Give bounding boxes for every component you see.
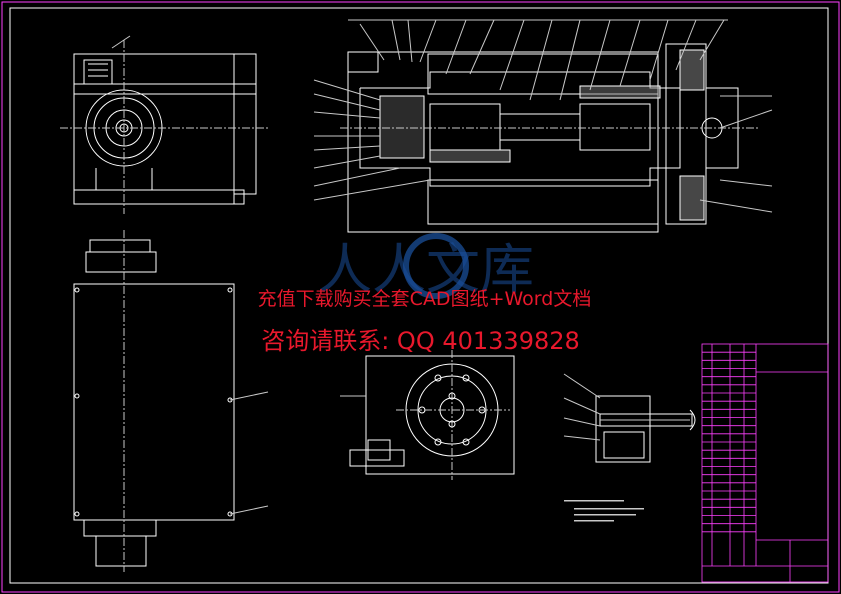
watermark-logo-text: 人人文库 (318, 238, 534, 301)
title-block (701, 343, 829, 583)
watermark-line-2: 咨询请联系: QQ 401339828 (261, 327, 580, 355)
watermark-line-1: 充值下载购买全套CAD图纸+Word文档 (257, 288, 592, 310)
watermark-logo: 人人文库 (318, 233, 534, 301)
view-top-left (60, 35, 270, 214)
inner-border (9, 7, 829, 584)
view-lower-center (340, 350, 515, 480)
view-detail (563, 373, 696, 463)
technical-notes (564, 500, 644, 522)
view-section-main (313, 19, 773, 233)
view-lower-left (73, 230, 269, 572)
